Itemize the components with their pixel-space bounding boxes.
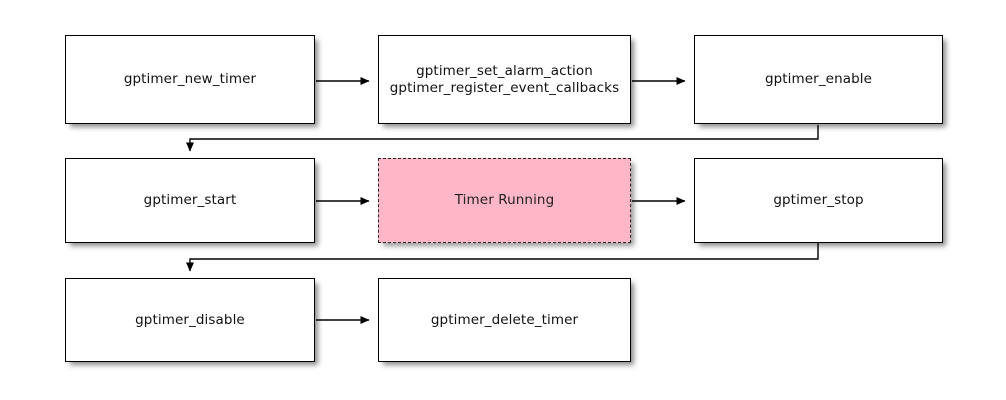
node-label: gptimer_delete_timer: [430, 311, 579, 328]
node-label: gptimer_set_alarm_action gptimer_registe…: [389, 62, 620, 96]
node-label: gptimer_new_timer: [123, 71, 257, 87]
node-label: gptimer_start: [143, 192, 237, 208]
edge-stop-to-disable: [186, 243, 819, 272]
node-gptimer-start[interactable]: gptimer_start: [65, 158, 315, 243]
node-label: gptimer_stop: [773, 192, 864, 208]
node-gptimer-enable[interactable]: gptimer_enable: [694, 35, 943, 124]
node-gptimer-stop[interactable]: gptimer_stop: [694, 158, 943, 243]
edge-enable-to-start: [186, 125, 819, 152]
node-gptimer-new-timer[interactable]: gptimer_new_timer: [65, 35, 315, 124]
node-label: Timer Running: [454, 192, 555, 208]
node-gptimer-set-alarm-action[interactable]: gptimer_set_alarm_action gptimer_registe…: [378, 35, 631, 124]
node-gptimer-disable[interactable]: gptimer_disable: [65, 278, 315, 362]
node-timer-running[interactable]: Timer Running: [378, 158, 631, 243]
node-label: gptimer_enable: [764, 71, 873, 87]
node-gptimer-delete-timer[interactable]: gptimer_delete_timer: [378, 278, 631, 362]
node-label: gptimer_disable: [135, 311, 245, 328]
